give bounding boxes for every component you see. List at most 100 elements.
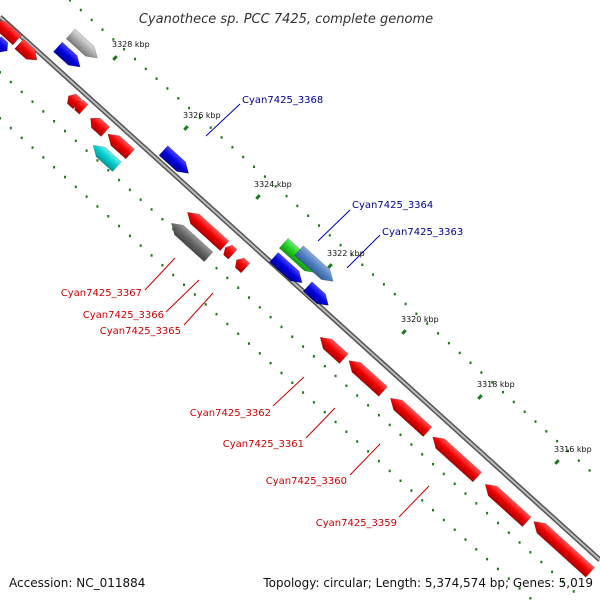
gene-label-reverse[interactable]: Cyan7425_3359 — [316, 518, 397, 529]
scale-dot — [312, 355, 315, 358]
scale-dot — [497, 567, 499, 571]
scale-dot — [572, 590, 575, 593]
gene-arrow[interactable] — [428, 432, 483, 483]
scale-dot — [96, 205, 99, 208]
scale-dot — [540, 560, 543, 564]
tick-label: 3326 kbp — [183, 111, 221, 120]
gene-arrow[interactable] — [183, 207, 230, 252]
scale-dot — [399, 433, 402, 436]
gene-arrow[interactable] — [158, 145, 193, 178]
scale-dot — [529, 597, 532, 600]
scale-dot — [334, 420, 337, 424]
scale-dot — [215, 266, 218, 270]
gene-label-reverse[interactable]: Cyan7425_3365 — [100, 326, 181, 337]
scale-dot — [377, 459, 380, 463]
scale-dot — [118, 178, 121, 182]
gene-arrow[interactable] — [104, 129, 135, 160]
gene-label-forward[interactable]: Cyan7425_3368 — [242, 95, 323, 106]
gene-arrow[interactable] — [302, 281, 332, 310]
scale-dot — [318, 224, 320, 227]
gene-arrow[interactable] — [481, 479, 532, 528]
gene-label-reverse[interactable]: Cyan7425_3360 — [266, 476, 347, 487]
gene-label-reverse[interactable]: Cyan7425_3361 — [223, 439, 304, 450]
gene-arrow[interactable] — [89, 140, 122, 172]
scale-dot — [0, 117, 1, 120]
scale-dot — [334, 374, 337, 378]
tick-label: 3316 kbp — [554, 445, 592, 454]
scale-dot — [85, 149, 88, 152]
scale-dot — [128, 234, 131, 238]
gene-arrow[interactable] — [0, 36, 12, 55]
gene-arrow[interactable] — [232, 255, 251, 274]
tick-label: 3320 kbp — [401, 315, 439, 324]
callout-line — [272, 376, 305, 407]
scale-tick — [327, 263, 333, 269]
scale-dot — [502, 390, 504, 394]
scale-dot — [486, 511, 489, 515]
scale-dot — [291, 335, 294, 338]
tick-label: 3328 kbp — [112, 40, 150, 49]
gene-label-forward[interactable]: Cyan7425_3364 — [352, 200, 433, 211]
scale-dot — [415, 312, 418, 315]
callout-line — [183, 292, 214, 326]
scale-dot — [53, 120, 56, 123]
scale-dot — [42, 156, 45, 159]
tick-label: 3324 kbp — [254, 180, 292, 189]
scale-dot — [107, 215, 110, 218]
gene-arrow[interactable] — [86, 113, 111, 137]
scale-dot — [350, 253, 353, 257]
scale-dot — [139, 198, 142, 201]
scale-dot — [588, 469, 591, 472]
gene-arrow[interactable] — [64, 91, 83, 110]
gene-features — [0, 15, 595, 578]
gene-arrow[interactable] — [65, 28, 101, 63]
gene-arrow[interactable] — [386, 393, 433, 438]
scale-dot — [280, 371, 283, 375]
scale-dot — [220, 136, 223, 139]
scale-dot — [393, 292, 396, 296]
scale-dot — [523, 410, 526, 413]
scale-dot — [307, 214, 310, 217]
scale-dot — [150, 208, 153, 211]
gene-arrow[interactable] — [72, 98, 89, 115]
scale-tick-labels: 3328 kbp 3326 kbp 3324 kbp 3322 kbp 3320… — [112, 40, 592, 454]
gene-label-reverse[interactable]: Cyan7425_3362 — [190, 408, 271, 419]
scale-dot — [85, 195, 88, 198]
scale-dot — [79, 8, 82, 12]
scale-dot — [432, 508, 434, 512]
gene-arrow[interactable] — [53, 41, 85, 72]
scale-dot — [361, 263, 364, 266]
gene-arrow[interactable] — [316, 332, 349, 364]
scale-dot — [475, 502, 478, 505]
gene-arrow[interactable] — [14, 38, 42, 65]
scale-dot — [323, 364, 326, 368]
gene-arrow[interactable] — [269, 252, 307, 287]
gene-arrow[interactable] — [529, 517, 595, 578]
gene-arrow[interactable] — [0, 15, 22, 46]
scale-dot — [302, 345, 305, 348]
scale-dot — [464, 492, 467, 495]
scale-dot — [529, 551, 532, 554]
scale-dot — [69, 0, 71, 2]
gene-arrow[interactable] — [167, 218, 214, 263]
scale-dot — [9, 126, 12, 130]
scale-dot — [534, 420, 537, 423]
scale-dot — [226, 322, 229, 326]
gene-label-forward[interactable]: Cyan7425_3363 — [382, 227, 463, 238]
gene-arrow[interactable] — [221, 243, 238, 260]
scale-dot — [339, 243, 342, 247]
scale-dot — [258, 306, 261, 309]
scale-dot — [577, 459, 580, 462]
callout-line — [305, 407, 336, 439]
scale-dot — [90, 18, 93, 22]
gene-label-reverse[interactable]: Cyan7425_3367 — [61, 288, 142, 299]
scale-dot — [198, 116, 201, 120]
gene-arrow[interactable] — [294, 245, 338, 286]
accession-text: Accession: NC_011884 — [9, 576, 145, 590]
gene-label-reverse[interactable]: Cyan7425_3366 — [83, 310, 164, 321]
gene-arrow[interactable] — [345, 356, 388, 397]
scale-dot — [507, 577, 510, 580]
scale-dot — [356, 440, 359, 443]
scale-dot — [345, 430, 348, 433]
scale-tick — [112, 55, 118, 61]
